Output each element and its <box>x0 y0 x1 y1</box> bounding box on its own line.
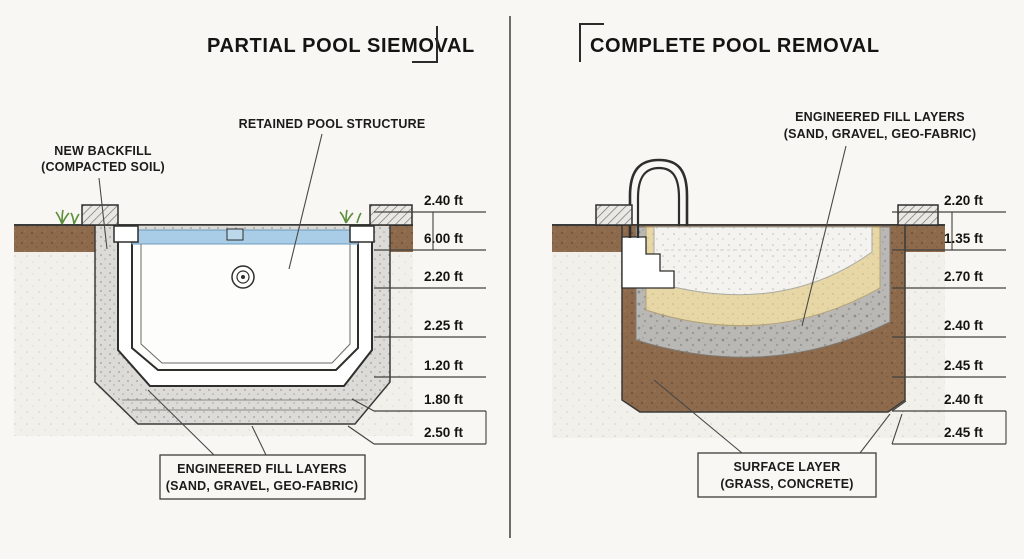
ladder-icon <box>628 158 689 238</box>
left-panel: PARTIAL POOL SIEMOVAL <box>14 26 487 500</box>
left-water-band <box>131 229 359 245</box>
left-deck-block-right <box>369 204 413 226</box>
callout-left-fill-leader-2 <box>251 425 267 456</box>
dimension-leader <box>891 413 903 445</box>
callout-right-fill-line1: ENGINEERED FILL LAYERS <box>795 110 965 124</box>
grass-icon <box>55 209 80 225</box>
dim-label: 1.35 ft <box>944 231 984 246</box>
callout-left-fill-layers: ENGINEERED FILL LAYERS (SAND, GRAVEL, GE… <box>147 389 366 500</box>
callout-surface-leader-2 <box>859 413 891 454</box>
ladder-inner-rail <box>636 166 681 238</box>
dim-label: 2.45 ft <box>944 358 984 373</box>
grass-icon <box>339 209 362 224</box>
skimmer-icon <box>226 228 244 241</box>
callout-left-fill-leader-1 <box>147 389 215 456</box>
dim-label: 2.25 ft <box>424 318 464 333</box>
right-panel: COMPLETE POOL REMOVAL ENGINEERED FILL LA… <box>552 23 1007 498</box>
drain-icon <box>231 265 255 289</box>
right-title: COMPLETE POOL REMOVAL <box>590 35 880 57</box>
callout-surface-leader-1 <box>653 379 743 454</box>
left-deck-block-left <box>81 204 119 226</box>
callout-surface-layer: SURFACE LAYER (GRASS, CONCRETE) <box>653 379 891 498</box>
dim-label: 2.40 ft <box>944 392 984 407</box>
left-pool-inner-surface <box>140 242 351 364</box>
dim-label: 2.20 ft <box>944 193 984 208</box>
left-coping-left <box>113 225 139 243</box>
dim-label: 2.40 ft <box>424 193 464 208</box>
dim-label: 6.00 ft <box>424 231 464 246</box>
drain-center <box>241 275 245 279</box>
right-deck-block-left <box>595 204 633 226</box>
callout-left-fill-box <box>159 454 366 500</box>
left-coping-right <box>349 225 375 243</box>
callout-surface-line2: (GRASS, CONCRETE) <box>720 477 853 491</box>
right-rubble-layer <box>653 226 873 296</box>
right-title-bracket <box>579 23 604 62</box>
callout-new-backfill: NEW BACKFILL (COMPACTED SOIL) <box>41 144 165 250</box>
dim-label: 2.70 ft <box>944 269 984 284</box>
drain-mid-ring <box>236 270 250 284</box>
dim-label: 2.45 ft <box>944 425 984 440</box>
ladder-outer-rail <box>628 158 689 238</box>
dim-label: 1.20 ft <box>424 358 464 373</box>
left-pool-interior <box>132 230 358 370</box>
dim-label: 2.40 ft <box>944 318 984 333</box>
callout-retained-leader <box>288 133 323 270</box>
callout-right-fill-line2: (SAND, GRAVEL, GEO-FABRIC) <box>784 127 976 141</box>
pool-steps-icon <box>621 236 675 289</box>
callout-retained-label: RETAINED POOL STRUCTURE <box>239 117 426 131</box>
dimension-leader <box>351 398 375 412</box>
callout-new-backfill-leader <box>98 177 108 250</box>
right-deck-block-right <box>897 204 939 226</box>
right-dimensions: 2.20 ft 1.35 ft 2.70 ft 2.40 ft 2.45 ft … <box>891 193 1007 445</box>
callout-right-fill-leader <box>801 145 847 327</box>
dim-label: 1.80 ft <box>424 392 464 407</box>
callout-surface-box <box>697 452 877 498</box>
left-dimensions: 2.40 ft 6.00 ft 2.20 ft 2.25 ft 1.20 ft … <box>347 193 487 445</box>
callout-surface-line1: SURFACE LAYER <box>733 460 840 474</box>
left-title-bracket <box>412 26 438 63</box>
callout-left-fill-line1: ENGINEERED FILL LAYERS <box>177 462 347 476</box>
callout-right-fill-layers: ENGINEERED FILL LAYERS (SAND, GRAVEL, GE… <box>784 110 976 327</box>
left-title: PARTIAL POOL SIEMOVAL <box>207 35 475 57</box>
callout-retained-structure: RETAINED POOL STRUCTURE <box>239 117 426 270</box>
callout-new-backfill-line2: (COMPACTED SOIL) <box>41 160 165 174</box>
callout-left-fill-line2: (SAND, GRAVEL, GEO-FABRIC) <box>166 479 358 493</box>
dim-label: 2.20 ft <box>424 269 464 284</box>
dimension-leader <box>891 400 907 412</box>
dimension-leader <box>347 425 375 445</box>
dim-label: 2.50 ft <box>424 425 464 440</box>
callout-new-backfill-line1: NEW BACKFILL <box>54 144 152 158</box>
